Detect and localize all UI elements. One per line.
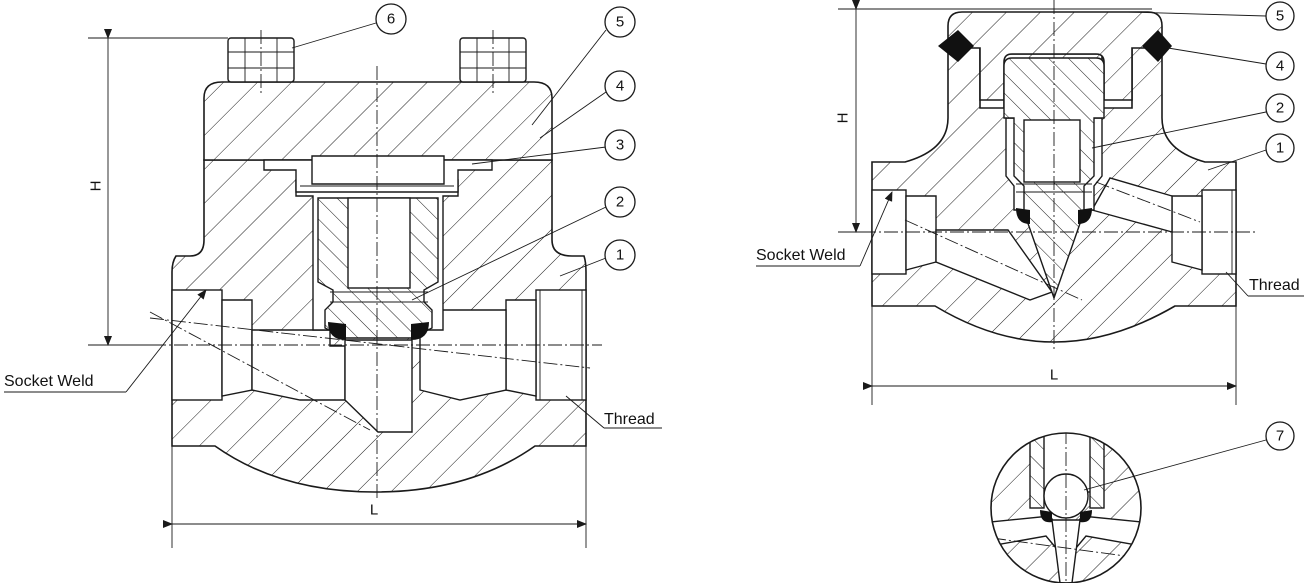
- svg-text:6: 6: [387, 11, 395, 28]
- left-dimension-h: H: [88, 181, 105, 192]
- left-balloon-6: 6: [375, 3, 407, 35]
- svg-text:1: 1: [1276, 140, 1284, 157]
- left-balloon-5: 5: [604, 6, 636, 38]
- left-balloon-2: 2: [604, 186, 636, 218]
- detail-balloon-7: 7: [1265, 421, 1295, 451]
- right-balloon-1: 1: [1265, 133, 1295, 163]
- left-balloon-1: 1: [604, 239, 636, 271]
- svg-text:3: 3: [616, 137, 624, 154]
- left-balloon-4: 4: [604, 70, 636, 102]
- right-label-thread: Thread: [1249, 277, 1300, 294]
- svg-text:2: 2: [616, 194, 624, 211]
- svg-text:5: 5: [1276, 8, 1284, 25]
- svg-text:7: 7: [1276, 428, 1284, 445]
- svg-text:1: 1: [616, 247, 624, 264]
- right-balloon-5: 5: [1265, 1, 1295, 31]
- left-bolt-1: [227, 30, 295, 96]
- svg-text:4: 4: [616, 78, 624, 95]
- right-dimension-l: L: [1050, 367, 1058, 384]
- detail-circle: [990, 432, 1142, 583]
- right-section-view: H L Socket Weld Thread 5 4 2: [756, 0, 1304, 405]
- left-dimension-l: L: [370, 502, 378, 519]
- right-balloon-4: 4: [1265, 51, 1295, 81]
- left-label-socket-weld: Socket Weld: [4, 373, 94, 390]
- detail-view: 7: [990, 421, 1295, 583]
- right-label-socket-weld: Socket Weld: [756, 247, 846, 264]
- left-balloon-3: 3: [604, 129, 636, 161]
- left-label-thread: Thread: [604, 411, 655, 428]
- left-section-view: H L Socket Weld Thread 6 5 4: [4, 3, 662, 548]
- svg-text:2: 2: [1276, 100, 1284, 117]
- right-balloon-2: 2: [1265, 93, 1295, 123]
- left-valve-cover: [203, 81, 553, 161]
- left-bolt-2: [459, 30, 527, 96]
- svg-text:5: 5: [616, 14, 624, 31]
- right-dimension-h: H: [835, 113, 852, 124]
- svg-text:4: 4: [1276, 58, 1284, 75]
